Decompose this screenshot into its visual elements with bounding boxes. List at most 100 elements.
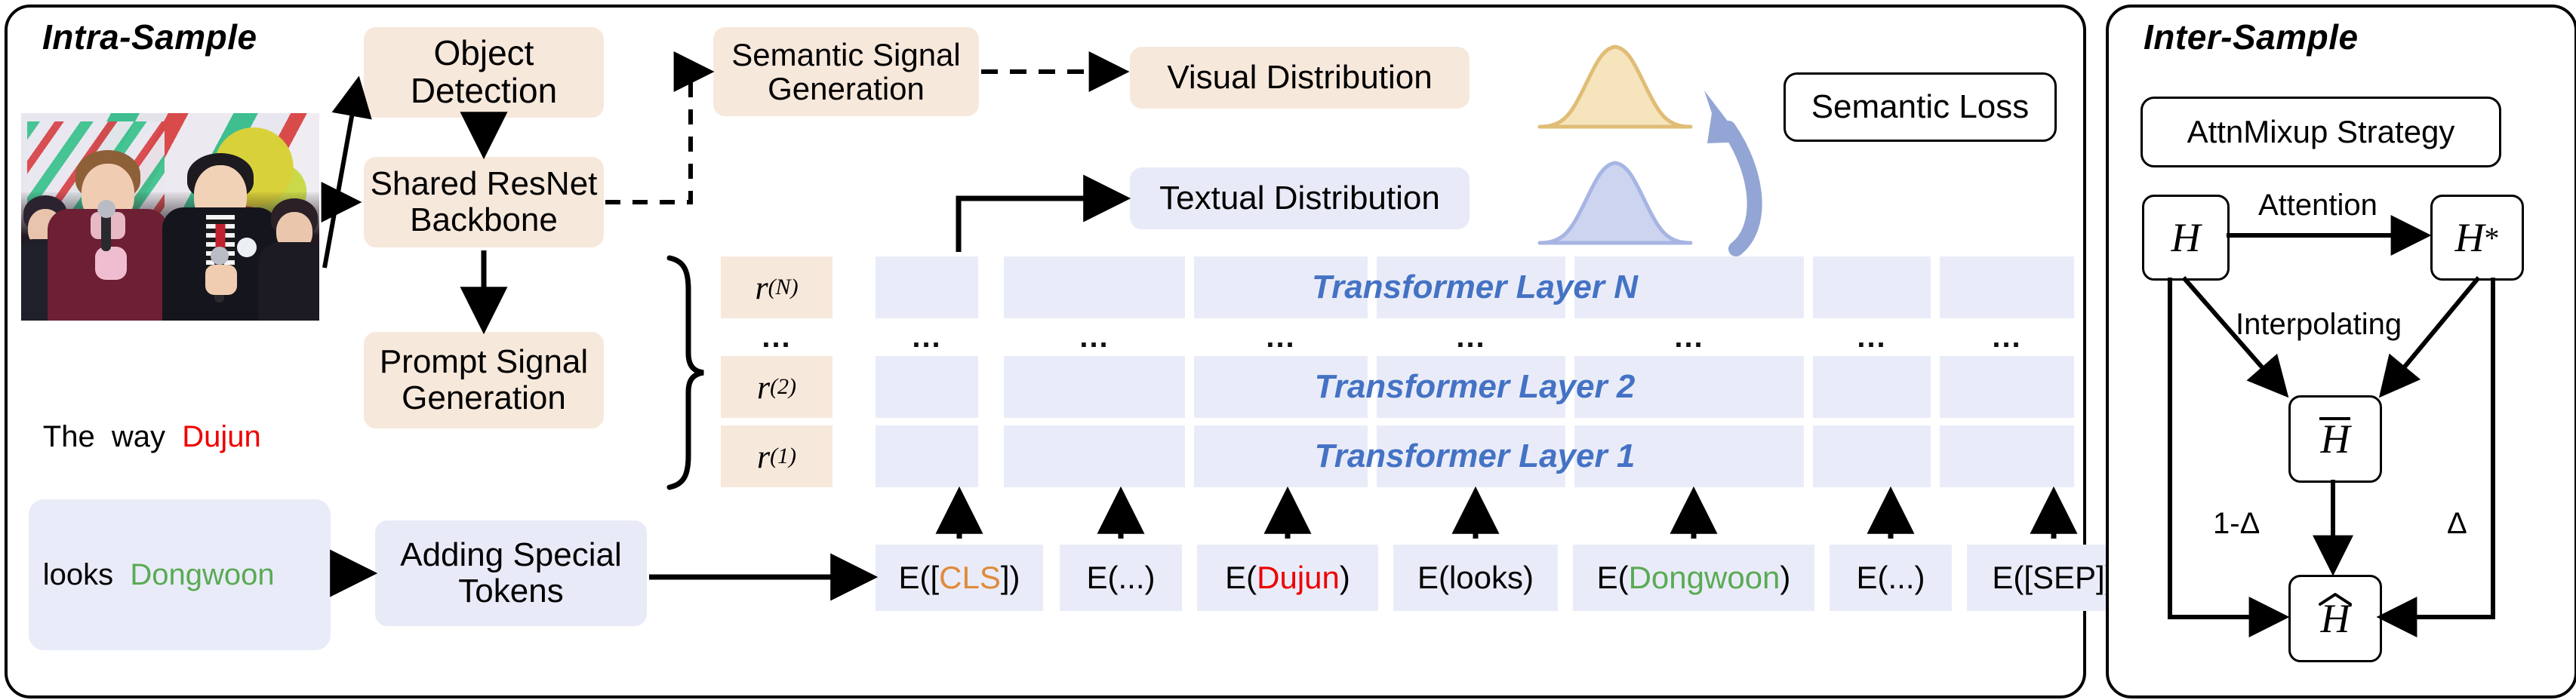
transformer-row-1-cell — [876, 425, 978, 487]
transformer-row-N-cell — [1004, 256, 1185, 318]
transformer-row-1-cell — [1813, 425, 1931, 487]
token-sep-prefix: E([ — [1992, 560, 2033, 595]
r-1-base: r — [756, 438, 771, 475]
attnmixup-strategy-box[interactable]: AttnMixup Strategy — [2141, 97, 2501, 167]
shared-resnet-backbone-box[interactable]: Shared ResNet Backbone — [364, 157, 604, 247]
transformer-ellipsis: ... — [1674, 320, 1704, 354]
transformer-row-1-cell — [1004, 425, 1185, 487]
token-e2-suffix: ) — [1914, 560, 1925, 595]
transformer-row-N-cell — [1574, 256, 1804, 318]
adding-tokens-label-line1: Adding Special — [400, 536, 622, 574]
attention-edge-label: Attention — [2258, 189, 2377, 222]
r-N-superscript: (N) — [768, 275, 799, 299]
node-H-star-base: H — [2454, 215, 2485, 260]
token-dongwoon-suffix: ) — [1780, 560, 1791, 595]
transformer-ellipsis: ... — [1266, 320, 1296, 354]
r-2-base: r — [756, 368, 771, 406]
transformer-row-2-cell — [1194, 356, 1368, 418]
shared-backbone-label-line1: Shared ResNet — [370, 165, 598, 203]
token-looks-prefix: E( — [1417, 560, 1449, 595]
token-dongwoon-entity: Dongwoon — [1628, 560, 1780, 595]
transformer-ellipsis: ... — [1857, 320, 1887, 354]
node-H-hat-label: H — [2319, 593, 2352, 642]
caption-line2-prefix: looks — [42, 557, 131, 591]
hat-accent-icon — [2319, 593, 2352, 606]
node-H-label: H — [2171, 215, 2201, 260]
node-H-bar[interactable]: H — [2288, 395, 2382, 483]
token-dujun-suffix: ) — [1339, 560, 1350, 595]
transformer-row-1-cell — [1940, 425, 2074, 487]
token-e1-suffix: ) — [1144, 560, 1156, 595]
token-sep-entity: SEP — [2032, 560, 2097, 595]
node-H-hat-base: H — [2320, 596, 2350, 641]
transformer-row-2-cell — [876, 356, 978, 418]
transformer-row-2-cell — [1574, 356, 1804, 418]
semantic-signal-label-line1: Semantic Signal — [731, 36, 961, 72]
object-detection-label-line2: Detection — [410, 71, 558, 110]
token-embedding-dongwoon: E(Dongwoon) — [1573, 545, 1814, 611]
transformer-row-2-cell — [1004, 356, 1185, 418]
node-H-bar-base: H — [2320, 416, 2350, 462]
transformer-ellipsis: ... — [1456, 320, 1486, 354]
attnmixup-strategy-label: AttnMixup Strategy — [2187, 114, 2455, 150]
token-cls-suffix: ]) — [1000, 560, 1020, 595]
node-H-star[interactable]: H* — [2430, 195, 2524, 281]
transformer-ellipsis: ... — [1079, 320, 1109, 354]
transformer-ellipsis: ... — [1992, 320, 2022, 354]
transformer-row-N-cell — [1813, 256, 1931, 318]
caption-entity-dongwoon: Dongwoon — [130, 557, 275, 591]
token-cls-prefix: E([ — [898, 560, 940, 595]
semantic-loss-label: Semantic Loss — [1811, 88, 2030, 126]
node-H[interactable]: H — [2142, 195, 2230, 281]
transformer-row-1-cell — [1377, 425, 1565, 487]
adding-special-tokens-box[interactable]: Adding Special Tokens — [375, 520, 647, 626]
token-looks-entity: looks — [1448, 560, 1524, 595]
transformer-row-N-cell — [1194, 256, 1368, 318]
object-detection-label-line1: Object — [433, 33, 534, 73]
token-cls-entity: CLS — [939, 560, 1001, 595]
token-embedding-dujun: E(Dujun) — [1197, 545, 1378, 611]
token-looks-suffix: ) — [1523, 560, 1534, 595]
node-H-hat[interactable]: H — [2288, 575, 2382, 662]
r-1-superscript: (1) — [770, 444, 797, 468]
caption-line1-prefix: The way — [42, 420, 183, 454]
caption-box: The way Dujun looks Dongwoon like a prou… — [29, 420, 331, 700]
transformer-layer-2-label: Transformer Layer 2 — [1314, 368, 1636, 405]
prompt-signal-ellipsis: ... — [762, 320, 792, 354]
token-embedding-ellipsis-2: E(...) — [1830, 545, 1952, 611]
token-embedding-looks: E(looks) — [1393, 545, 1558, 611]
semantic-signal-generation-box[interactable]: Semantic Signal Generation — [713, 27, 979, 116]
transformer-layer-N-label: Transformer Layer N — [1311, 269, 1639, 305]
token-e1-entity: ... — [1118, 560, 1145, 595]
prompt-signal-r-1: r(1) — [721, 425, 833, 487]
adding-tokens-label-line2: Tokens — [458, 573, 564, 609]
visual-distribution-label: Visual Distribution — [1167, 59, 1433, 97]
interpolating-edge-label: Interpolating — [2236, 308, 2402, 341]
token-e1-prefix: E( — [1086, 560, 1119, 595]
r-2-superscript: (2) — [770, 374, 797, 399]
person-background-right — [258, 198, 319, 321]
delta-label: Δ — [2447, 507, 2467, 540]
visual-distribution-box[interactable]: Visual Distribution — [1130, 47, 1470, 109]
prompt-signal-r-N: r(N) — [721, 256, 833, 318]
prompt-signal-r-2: r(2) — [721, 356, 833, 418]
token-embedding-cls: E([CLS]) — [876, 545, 1043, 611]
transformer-row-2-cell — [1377, 356, 1565, 418]
token-dongwoon-prefix: E( — [1596, 560, 1629, 595]
transformer-ellipsis: ... — [912, 320, 942, 354]
overbar — [2319, 417, 2350, 420]
caption-line3: like a proud dad ... — [43, 695, 316, 700]
shared-backbone-label-line2: Backbone — [410, 201, 558, 238]
token-e2-entity: ... — [1888, 560, 1915, 595]
person-dark — [162, 149, 279, 321]
object-detection-box[interactable]: Object Detection — [364, 27, 604, 118]
sample-image — [21, 113, 319, 321]
textual-distribution-box[interactable]: Textual Distribution — [1130, 167, 1470, 229]
prompt-signal-generation-box[interactable]: Prompt Signal Generation — [364, 332, 604, 428]
node-H-star-superscript: * — [2484, 220, 2500, 255]
semantic-loss-box[interactable]: Semantic Loss — [1784, 72, 2057, 142]
r-N-base: r — [755, 269, 768, 306]
transformer-row-N-cell — [1377, 256, 1565, 318]
node-H-bar-label: H — [2319, 416, 2350, 462]
